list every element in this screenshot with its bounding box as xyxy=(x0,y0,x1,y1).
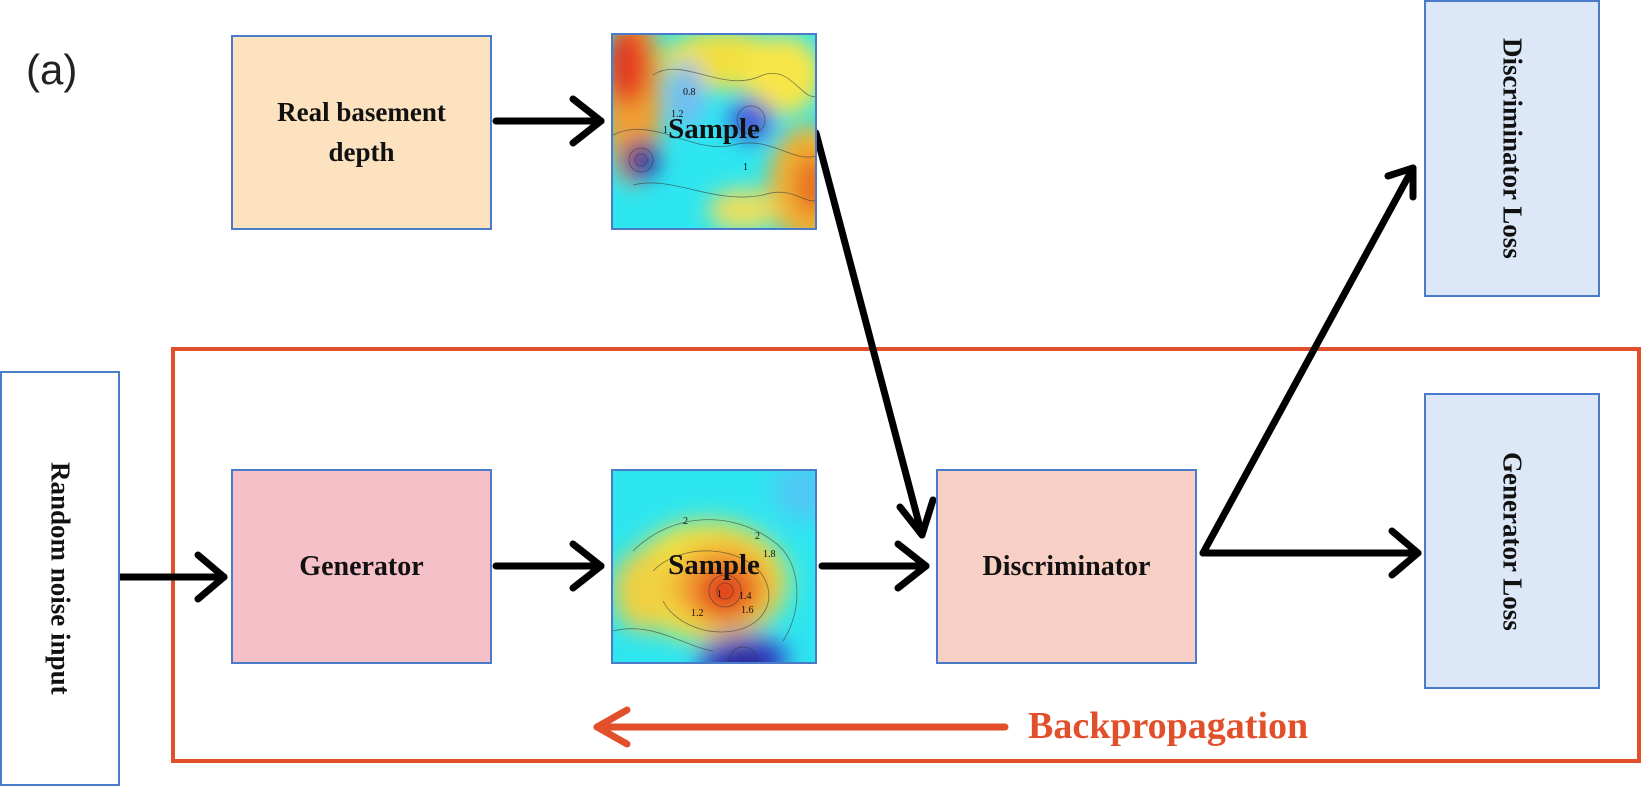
arrow-real-to-sample xyxy=(492,95,605,147)
arrow-sample-to-discriminator xyxy=(812,129,937,539)
discriminator-label: Discriminator xyxy=(982,550,1151,582)
panel-label: (a) xyxy=(26,46,78,93)
generator-loss-label: Generator Loss xyxy=(1497,451,1528,631)
sample-bottom-heatmap: 2 2 1.8 1.4 1 1.2 1.6 Sample xyxy=(611,469,817,664)
sample-top-image: 0.8 1.2 1 1 xyxy=(613,35,815,228)
generator-label: Generator xyxy=(299,550,424,582)
sample-top-heatmap: 0.8 1.2 1 1 Sample xyxy=(611,33,817,230)
generator-box: Generator xyxy=(231,469,492,664)
discriminator-loss-label: Discriminator Loss xyxy=(1497,38,1528,259)
arrow-to-generator-loss xyxy=(1199,527,1422,579)
contour-label: 1.2 xyxy=(691,608,704,619)
contour-label: 1.4 xyxy=(739,591,752,602)
arrow-sample-to-discriminator-bottom xyxy=(818,540,930,592)
contour-label: 1.2 xyxy=(671,109,684,120)
training-loop-frame xyxy=(171,347,1641,763)
sample-top-label: Sample xyxy=(668,113,760,145)
sample-bottom-label: Sample xyxy=(668,549,760,581)
sample-bottom-image: 2 2 1.8 1.4 1 1.2 1.6 xyxy=(613,471,815,662)
discriminator-loss-box: Discriminator Loss xyxy=(1424,0,1600,297)
contour-label: 1 xyxy=(717,589,722,600)
contour-label: 1.8 xyxy=(763,549,776,560)
backpropagation-arrow xyxy=(593,706,1009,748)
generator-loss-box: Generator Loss xyxy=(1424,393,1600,689)
contour-label: 0.8 xyxy=(683,87,696,98)
contour-label: 2 xyxy=(755,531,760,542)
contour-label: 2 xyxy=(683,516,688,527)
arrow-to-discriminator-loss xyxy=(1199,164,1417,557)
contour-label: 1 xyxy=(743,162,748,173)
discriminator-box: Discriminator xyxy=(936,469,1197,664)
random-noise-label: Random noise input xyxy=(45,462,76,695)
random-noise-input-box: Random noise input xyxy=(0,371,120,786)
arrow-generator-to-sample xyxy=(492,540,605,592)
contour-label: 1 xyxy=(663,125,668,136)
backpropagation-label: Backpropagation xyxy=(1028,705,1309,747)
contour-label: 1.6 xyxy=(741,605,754,616)
real-depth-line1: Real basement xyxy=(277,97,446,128)
real-depth-line2: depth xyxy=(328,136,395,167)
arrow-noise-to-generator xyxy=(116,551,228,603)
real-basement-depth-box: Real basement depth xyxy=(231,35,492,230)
